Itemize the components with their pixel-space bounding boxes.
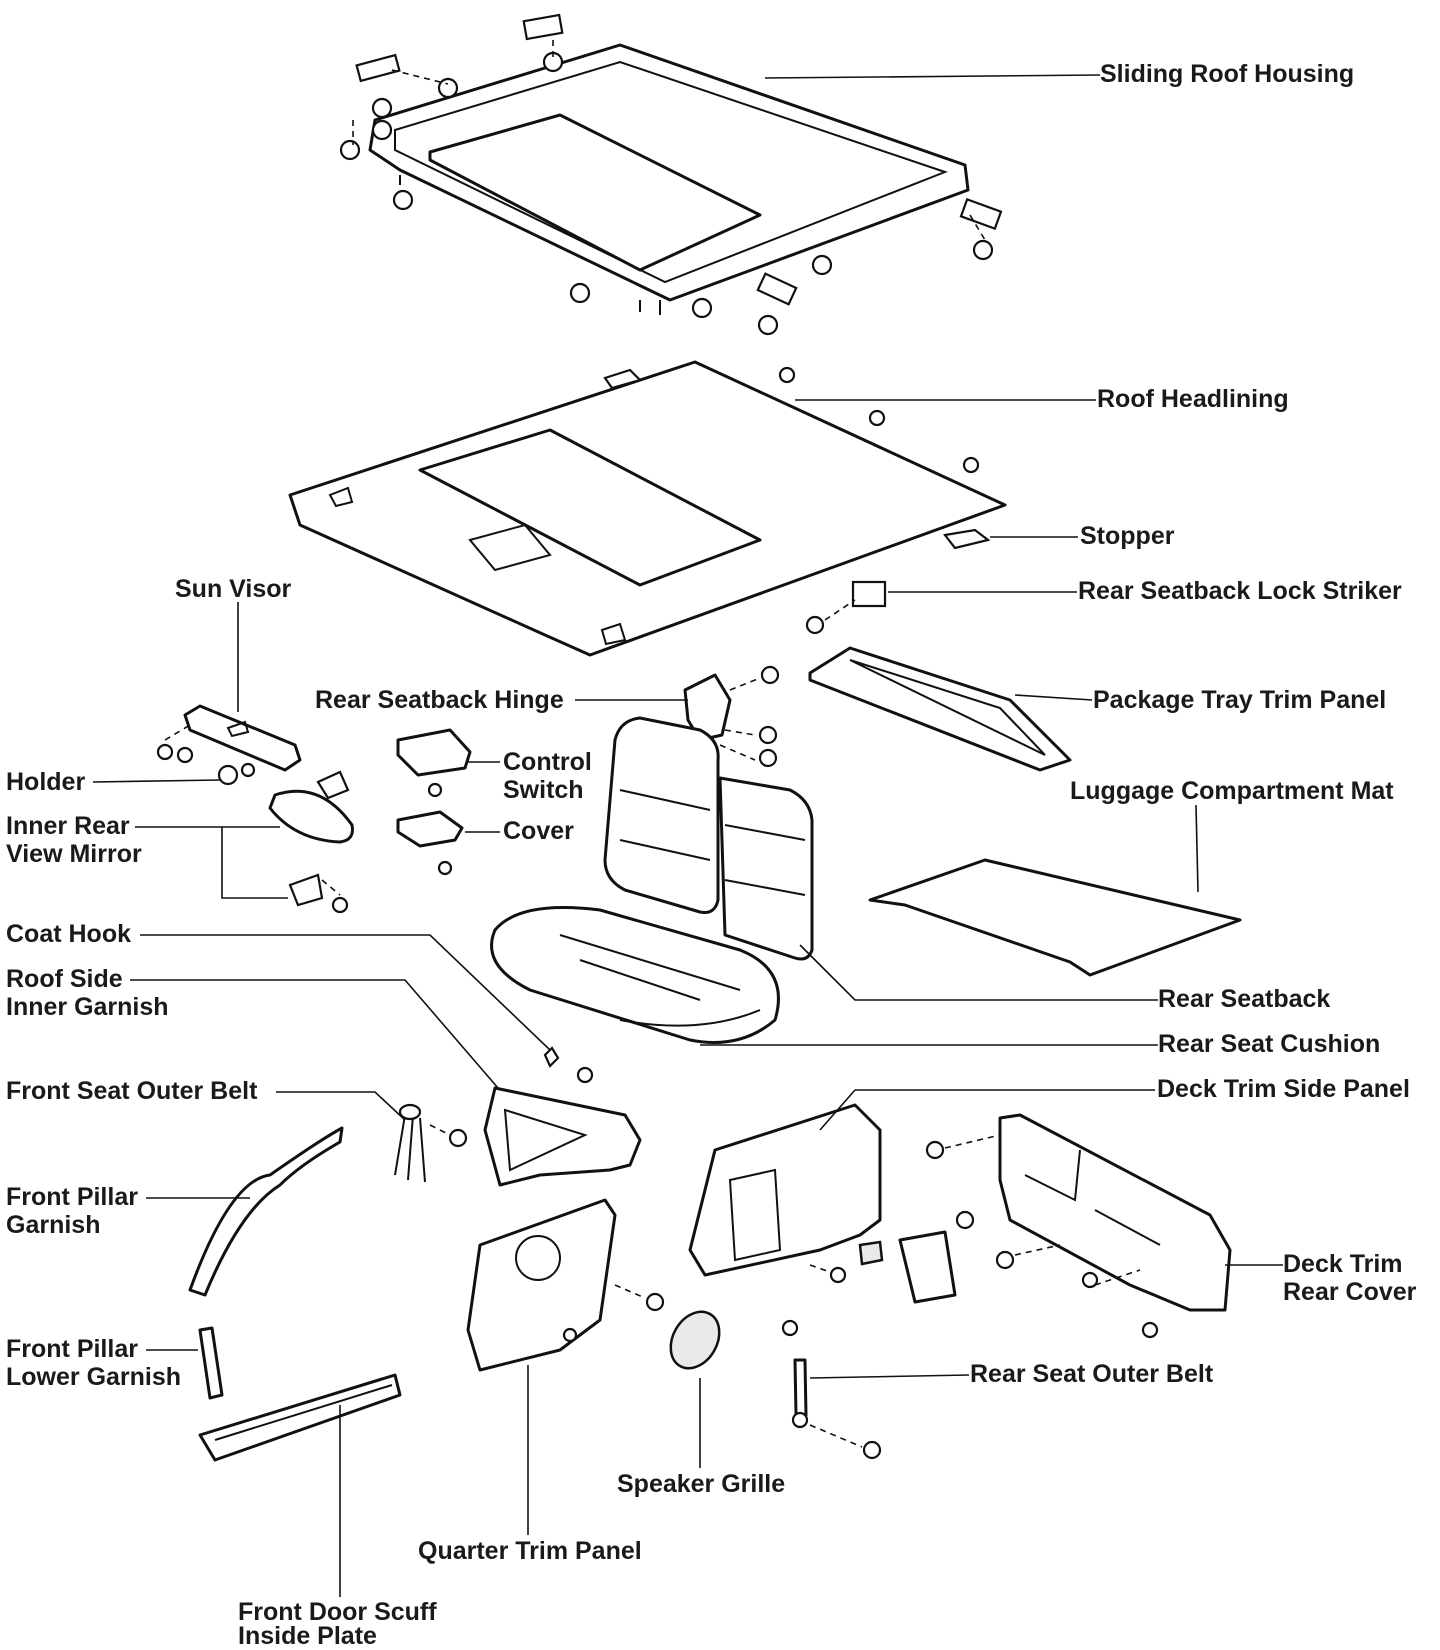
rear-seat-cushion-part — [490, 906, 780, 1044]
label-front-seat-outer-belt: Front Seat Outer Belt — [6, 1077, 258, 1105]
quarter-trim-panel-part — [466, 1198, 665, 1372]
luggage-compartment-mat-part — [868, 858, 1242, 977]
label-roof-headlining: Roof Headlining — [1097, 385, 1289, 413]
cover-part — [396, 810, 464, 876]
label-control-switch-line1: Control — [503, 748, 592, 776]
sliding-roof-housing-part — [368, 43, 970, 315]
label-front-pillar-garnish-line1: Front Pillar — [6, 1183, 138, 1211]
sliding-roof-fasteners — [339, 13, 1003, 336]
rear-seat-outer-belt-part — [791, 1358, 882, 1460]
leader-lines — [92, 74, 1283, 1597]
label-sun-visor: Sun Visor — [175, 575, 292, 603]
label-front-pillar-lower-garnish-line1: Front Pillar — [6, 1335, 138, 1363]
front-pillar-lower-garnish-part — [198, 1326, 224, 1400]
label-rear-seat-cushion: Rear Seat Cushion — [1158, 1030, 1381, 1058]
deck-trim-rear-cover-part — [925, 1113, 1232, 1339]
label-deck-trim-side-panel: Deck Trim Side Panel — [1157, 1075, 1410, 1103]
control-switch-part — [396, 728, 472, 798]
label-deck-trim-rear-cover-line1: Deck Trim — [1283, 1250, 1403, 1278]
label-roof-side-inner-garnish-line1: Roof Side — [6, 965, 123, 993]
front-seat-outer-belt-part — [394, 1103, 468, 1183]
label-inner-rear-view-mirror-line1: Inner Rear — [6, 812, 130, 840]
label-roof-side-inner-garnish-line2: Inner Garnish — [6, 993, 169, 1021]
coat-hook-part — [543, 1046, 594, 1084]
package-tray-trim-panel-part — [808, 646, 1072, 772]
label-front-door-scuff-inside-plate-line1: Front Door Scuff — [238, 1598, 437, 1626]
front-door-scuff-inside-plate-part — [198, 1373, 402, 1462]
rear-seatback-lock-striker-part — [805, 580, 887, 635]
inner-rear-view-mirror-part — [268, 770, 354, 914]
rear-seatback-hinge-part — [683, 665, 780, 768]
label-rear-seatback-hinge: Rear Seatback Hinge — [315, 686, 564, 714]
label-front-pillar-lower-garnish-line2: Lower Garnish — [6, 1363, 182, 1391]
label-cover: Cover — [503, 817, 574, 845]
stopper-part — [943, 528, 991, 550]
label-sliding-roof-housing: Sliding Roof Housing — [1100, 60, 1355, 88]
roof-headlining-part — [288, 360, 1007, 657]
rear-seatback-part — [603, 716, 814, 961]
roof-side-inner-garnish-part — [483, 1086, 642, 1187]
label-coat-hook: Coat Hook — [6, 920, 131, 948]
label-front-pillar-garnish-line2: Garnish — [6, 1211, 101, 1239]
label-holder: Holder — [6, 768, 86, 796]
speaker-grille-part — [669, 1310, 721, 1370]
label-front-door-scuff-inside-plate-line2: Inside Plate — [238, 1622, 377, 1650]
label-inner-rear-view-mirror-line2: View Mirror — [6, 840, 142, 868]
label-speaker-grille: Speaker Grille — [617, 1470, 786, 1498]
label-rear-seatback: Rear Seatback — [1158, 985, 1331, 1013]
sun-visor-part — [156, 704, 302, 772]
label-rear-seat-outer-belt: Rear Seat Outer Belt — [970, 1360, 1214, 1388]
holder-part — [217, 762, 256, 786]
label-luggage-compartment-mat: Luggage Compartment Mat — [1070, 777, 1394, 805]
label-quarter-trim-panel: Quarter Trim Panel — [418, 1537, 642, 1565]
label-stopper: Stopper — [1080, 522, 1175, 550]
label-rear-seatback-lock-striker: Rear Seatback Lock Striker — [1078, 577, 1402, 605]
label-deck-trim-rear-cover-line2: Rear Cover — [1283, 1278, 1417, 1306]
label-control-switch-line2: Switch — [503, 776, 584, 804]
label-package-tray-trim-panel: Package Tray Trim Panel — [1093, 686, 1387, 714]
deck-trim-side-panel-part — [688, 1103, 957, 1337]
front-pillar-garnish-part — [188, 1126, 344, 1297]
